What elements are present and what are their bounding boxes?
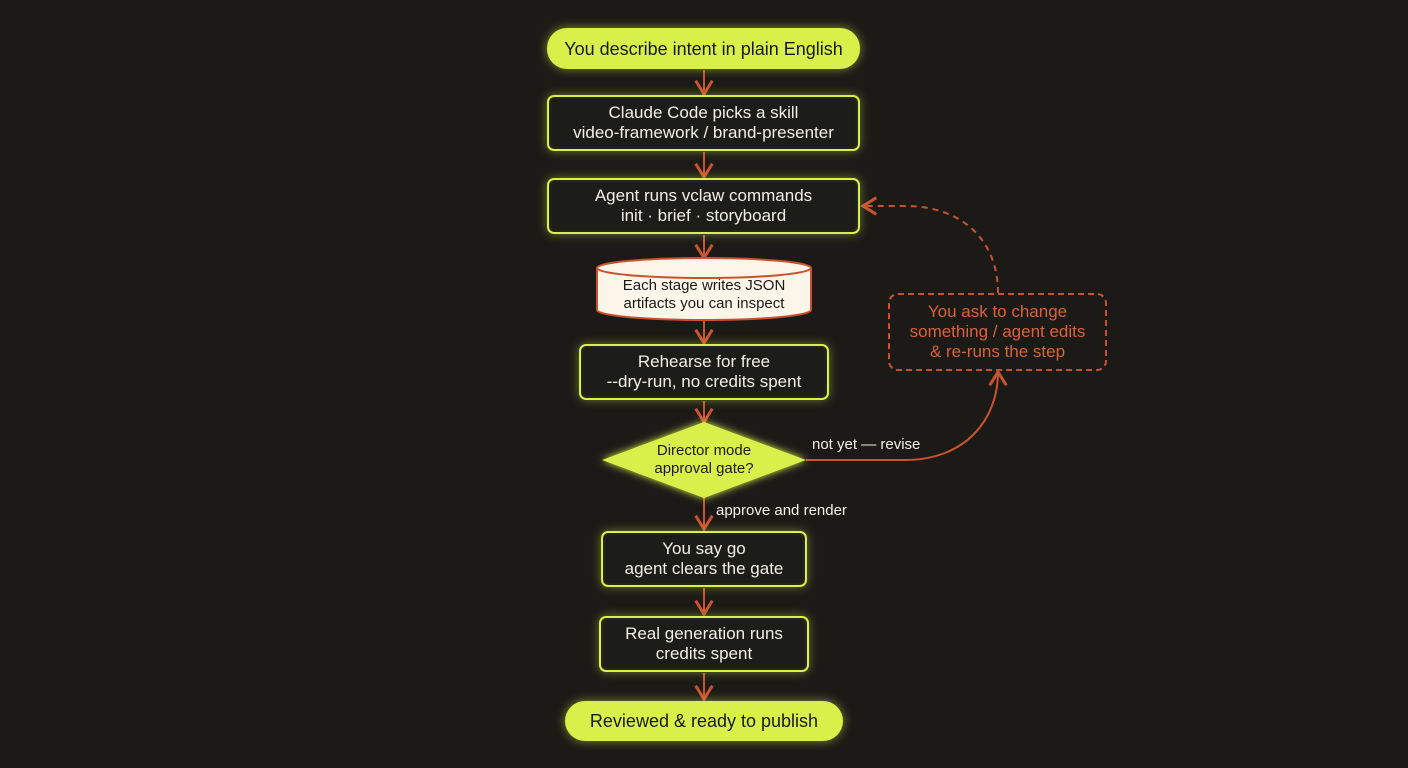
generation-title: Real generation runs [625, 624, 783, 643]
arrow-gate-to-revise [806, 369, 1008, 461]
rehearse-detail: --dry-run, no credits spent [606, 372, 802, 391]
edge-label-approve: approve and render [716, 502, 847, 519]
start-label: You describe intent in plain English [564, 38, 843, 59]
commands-node: Agent runs vclaw commands init · brief ·… [547, 178, 860, 234]
end-node: Reviewed & ready to publish [565, 701, 843, 741]
end-label: Reviewed & ready to publish [589, 711, 819, 731]
generation-node: Real generation runs credits spent [599, 616, 809, 672]
artifacts-title: Each stage writes JSON [622, 277, 786, 294]
commands-title: Agent runs vclaw commands [594, 186, 813, 205]
go-title: You say go [662, 539, 746, 558]
revise-node: You ask to change something / agent edit… [888, 293, 1107, 371]
gate-diamond-shape [602, 422, 806, 498]
generation-detail: credits spent [655, 644, 753, 663]
go-node: You say go agent clears the gate [601, 531, 807, 587]
skill-detail: video-framework / brand-presenter [573, 123, 834, 142]
start-node: You describe intent in plain English [547, 28, 860, 69]
edge-label-not-yet: not yet — revise [812, 436, 921, 453]
rehearse-node: Rehearse for free --dry-run, no credits … [579, 344, 829, 400]
artifacts-detail: artifacts you can inspect [623, 295, 785, 312]
commands-detail: init · brief · storyboard [620, 206, 787, 225]
go-detail: agent clears the gate [624, 559, 784, 578]
artifacts-cylinder-shape [596, 257, 812, 321]
gate-title: Director mode [656, 442, 752, 459]
artifacts-node: Each stage writes JSON artifacts you can… [597, 276, 811, 314]
revise-line-3: & re-runs the step [929, 342, 1066, 361]
revise-line-1: You ask to change [927, 302, 1068, 321]
gate-detail: approval gate? [654, 460, 754, 477]
rehearse-title: Rehearse for free [637, 352, 771, 371]
skill-title: Claude Code picks a skill [608, 103, 799, 122]
arrow-revise-to-commands [860, 196, 999, 294]
skill-node: Claude Code picks a skill video-framewor… [547, 95, 860, 151]
revise-line-2: something / agent edits [909, 322, 1086, 341]
gate-node: Director mode approval gate? [624, 441, 784, 479]
